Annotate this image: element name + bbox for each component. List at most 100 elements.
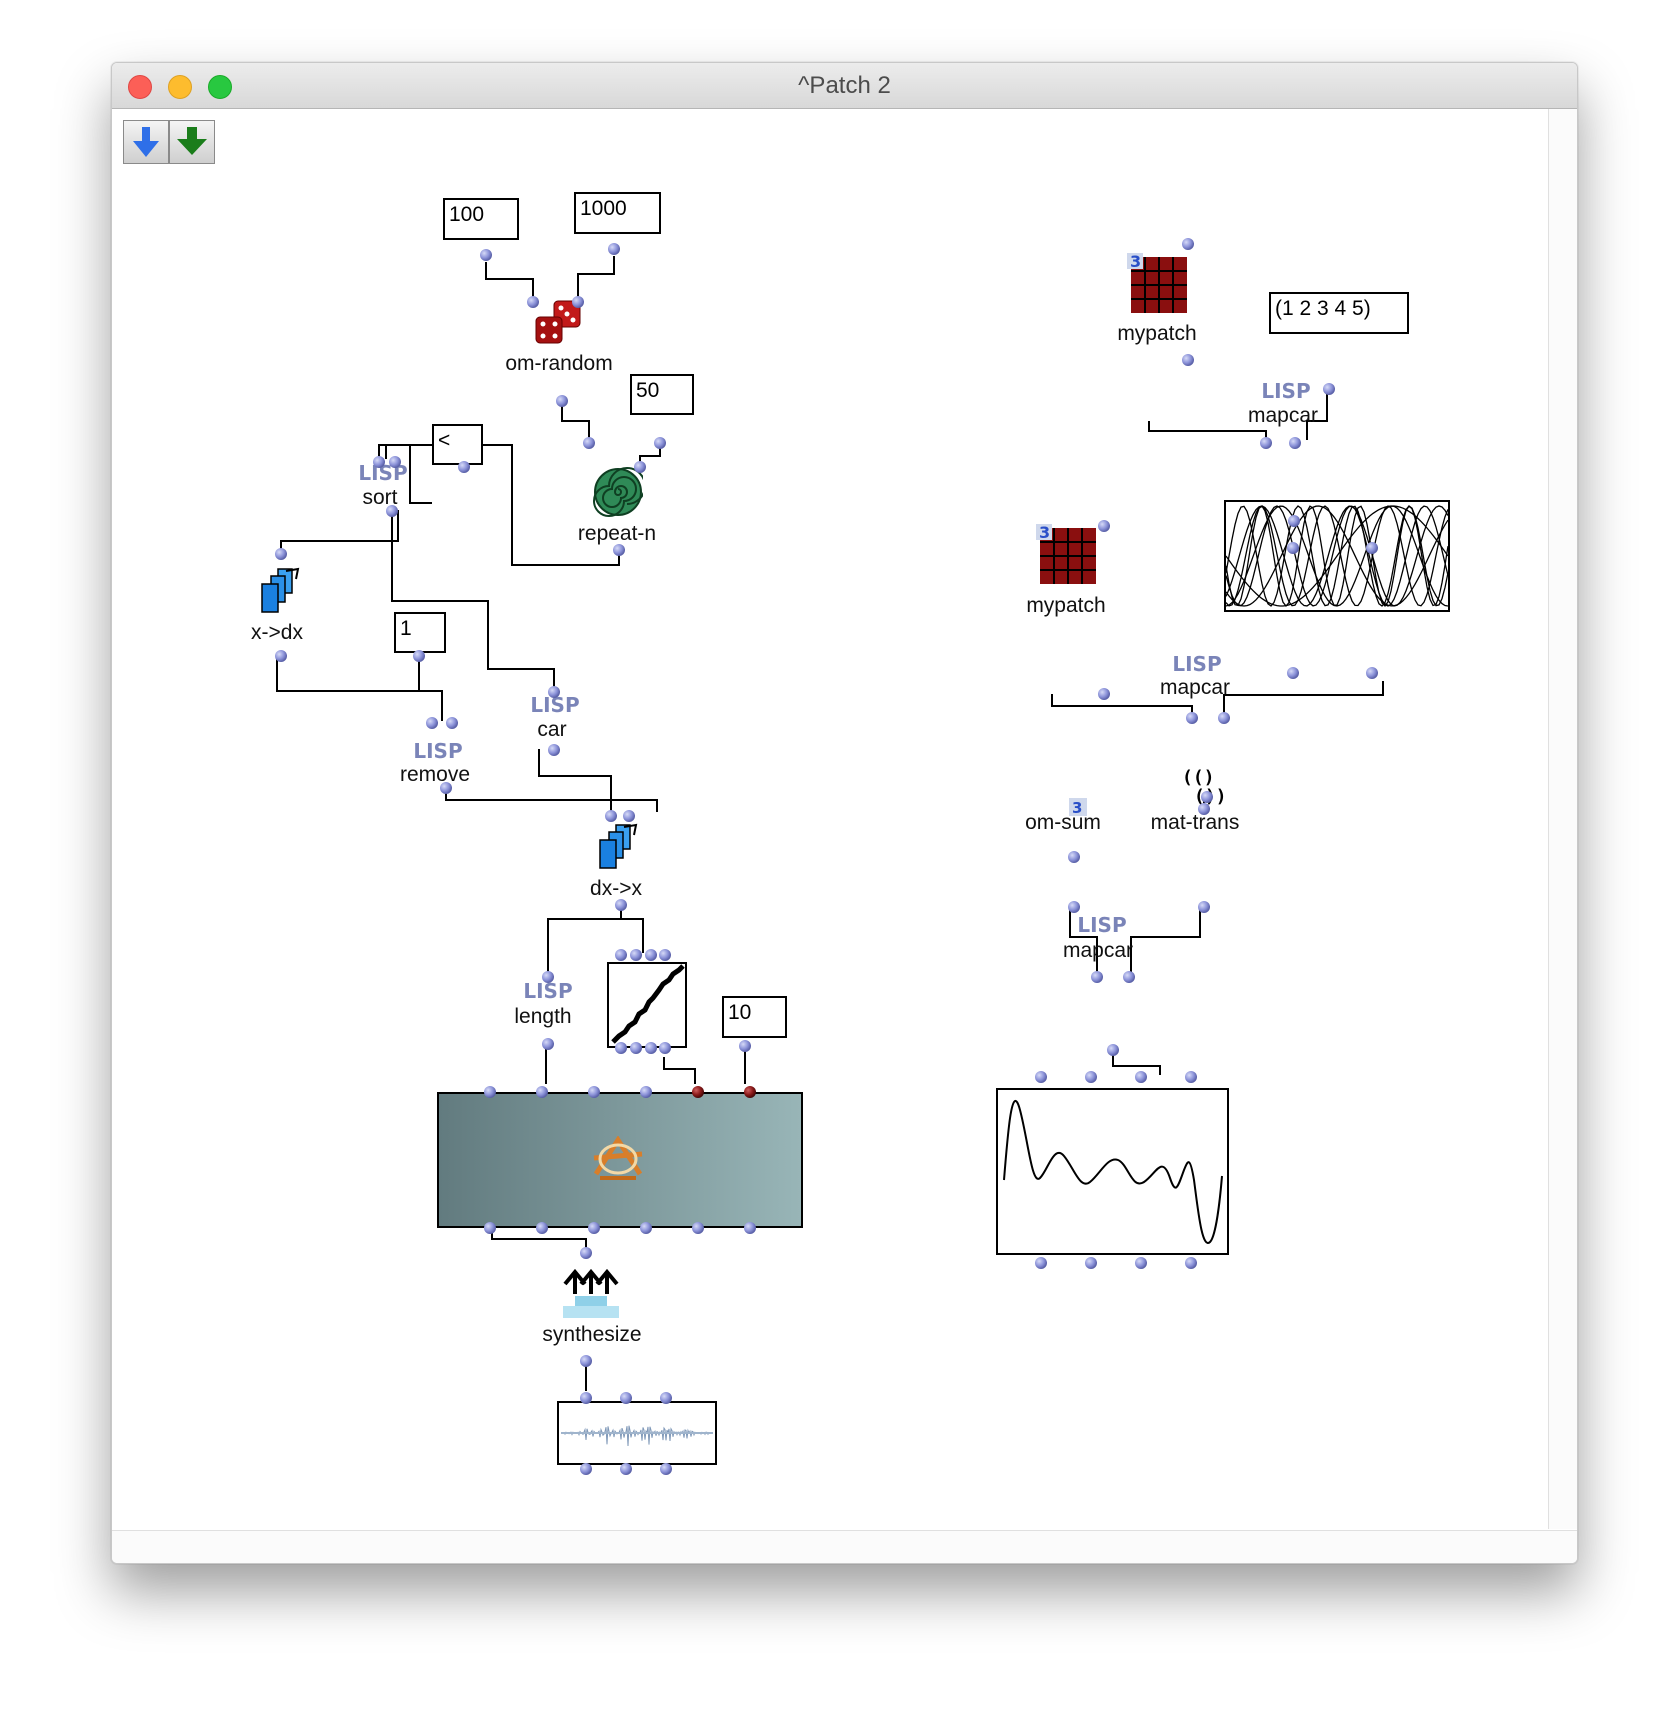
port-dot[interactable]: [623, 810, 635, 822]
port-dot[interactable]: [480, 249, 492, 261]
port-dot[interactable]: [1289, 437, 1301, 449]
port-dot[interactable]: [615, 1042, 627, 1054]
sound-box[interactable]: [557, 1401, 717, 1465]
sort-label[interactable]: sort: [362, 486, 398, 509]
port-dot[interactable]: [580, 1392, 592, 1404]
port-dot[interactable]: [413, 650, 425, 662]
length-label[interactable]: length: [514, 1005, 572, 1028]
port-dot[interactable]: [645, 1042, 657, 1054]
synth-class-box[interactable]: [437, 1092, 803, 1228]
mapcar-mid-label[interactable]: mapcar: [1159, 676, 1231, 699]
close-button[interactable]: [128, 75, 152, 99]
port-dot[interactable]: [1287, 542, 1299, 554]
bpf-lib-box[interactable]: [1224, 500, 1450, 612]
minimize-button[interactable]: [168, 75, 192, 99]
port-dot[interactable]: [630, 1042, 642, 1054]
port-dot[interactable]: [1218, 712, 1230, 724]
vertical-scrollbar[interactable]: [1548, 109, 1577, 1529]
zoom-button[interactable]: [208, 75, 232, 99]
port-dot[interactable]: [1135, 1257, 1147, 1269]
port-dot[interactable]: [275, 548, 287, 560]
om-sum-label[interactable]: om-sum: [1025, 811, 1101, 834]
port-dot[interactable]: [1287, 667, 1299, 679]
port-dot[interactable]: [660, 1392, 672, 1404]
port-dot[interactable]: [1068, 901, 1080, 913]
x-dx-icon[interactable]: [258, 567, 302, 615]
port-dot[interactable]: [440, 782, 452, 794]
port-dot[interactable]: [640, 1222, 652, 1234]
port-dot[interactable]: [536, 1222, 548, 1234]
port-dot[interactable]: [580, 1463, 592, 1475]
port-dot[interactable]: [1366, 667, 1378, 679]
port-dot[interactable]: [556, 395, 568, 407]
port-dot[interactable]: [1186, 712, 1198, 724]
port-dot[interactable]: [1135, 1071, 1147, 1083]
patch-canvas[interactable]: 100 1000 50 < 1 10 (1 2 3 4 5) om-random…: [112, 109, 1548, 1529]
port-dot[interactable]: [580, 1247, 592, 1259]
port-dot[interactable]: [1091, 971, 1103, 983]
mypatch-icon[interactable]: 3: [1125, 251, 1189, 315]
port-dot[interactable]: [613, 544, 625, 556]
port-dot[interactable]: [739, 1040, 751, 1052]
port-dot[interactable]: [640, 1086, 652, 1098]
port-dot[interactable]: [542, 1038, 554, 1050]
port-dot[interactable]: [1366, 542, 1378, 554]
car-label[interactable]: car: [537, 718, 567, 741]
port-dot[interactable]: [1182, 238, 1194, 250]
port-dot[interactable]: [1260, 437, 1272, 449]
port-dot[interactable]: [608, 243, 620, 255]
port-dot-red[interactable]: [692, 1086, 704, 1098]
value-box-10[interactable]: 10: [722, 996, 787, 1038]
port-dot[interactable]: [275, 650, 287, 662]
port-dot[interactable]: [1107, 1044, 1119, 1056]
port-dot[interactable]: [1288, 515, 1300, 527]
port-dot[interactable]: [1185, 1071, 1197, 1083]
port-dot[interactable]: [1198, 803, 1210, 815]
port-dot[interactable]: [620, 1463, 632, 1475]
port-dot[interactable]: [572, 296, 584, 308]
port-dot[interactable]: [1035, 1257, 1047, 1269]
port-dot[interactable]: [484, 1086, 496, 1098]
port-dot[interactable]: [630, 949, 642, 961]
horizontal-scrollbar[interactable]: [112, 1530, 1577, 1563]
port-dot[interactable]: [1098, 688, 1110, 700]
dx-x-icon[interactable]: [596, 823, 640, 871]
port-dot[interactable]: [620, 1392, 632, 1404]
eval-down-button[interactable]: [123, 120, 169, 164]
port-dot[interactable]: [588, 1086, 600, 1098]
port-dot[interactable]: [744, 1222, 756, 1234]
port-dot[interactable]: [1098, 520, 1110, 532]
port-dot[interactable]: [1085, 1071, 1097, 1083]
port-dot[interactable]: [484, 1222, 496, 1234]
port-dot[interactable]: [1182, 354, 1194, 366]
title-bar[interactable]: ^Patch 2: [112, 63, 1577, 109]
port-dot[interactable]: [548, 744, 560, 756]
port-dot[interactable]: [1123, 971, 1135, 983]
value-box-50[interactable]: 50: [630, 374, 694, 415]
port-dot[interactable]: [615, 949, 627, 961]
port-dot[interactable]: [373, 456, 385, 468]
port-dot[interactable]: [660, 1463, 672, 1475]
eval-all-button[interactable]: [169, 120, 215, 164]
value-box-1000[interactable]: 1000: [574, 192, 661, 234]
port-dot[interactable]: [659, 1042, 671, 1054]
port-dot[interactable]: [1085, 1257, 1097, 1269]
port-dot[interactable]: [692, 1222, 704, 1234]
dice-icon[interactable]: [532, 299, 586, 349]
bpf-editor-box[interactable]: [607, 962, 687, 1048]
port-dot[interactable]: [536, 1086, 548, 1098]
value-box-list[interactable]: (1 2 3 4 5): [1269, 292, 1409, 334]
port-dot[interactable]: [548, 686, 560, 698]
port-dot[interactable]: [580, 1355, 592, 1367]
port-dot[interactable]: [1198, 901, 1210, 913]
spiral-icon[interactable]: [593, 467, 643, 517]
port-dot[interactable]: [659, 949, 671, 961]
port-dot[interactable]: [386, 505, 398, 517]
port-dot[interactable]: [527, 296, 539, 308]
bpf-result-box[interactable]: [996, 1088, 1229, 1255]
port-dot[interactable]: [605, 810, 617, 822]
remove-label[interactable]: remove: [399, 763, 471, 786]
mapcar-top-label[interactable]: mapcar: [1247, 404, 1319, 427]
port-dot[interactable]: [1035, 1071, 1047, 1083]
port-dot[interactable]: [1068, 851, 1080, 863]
